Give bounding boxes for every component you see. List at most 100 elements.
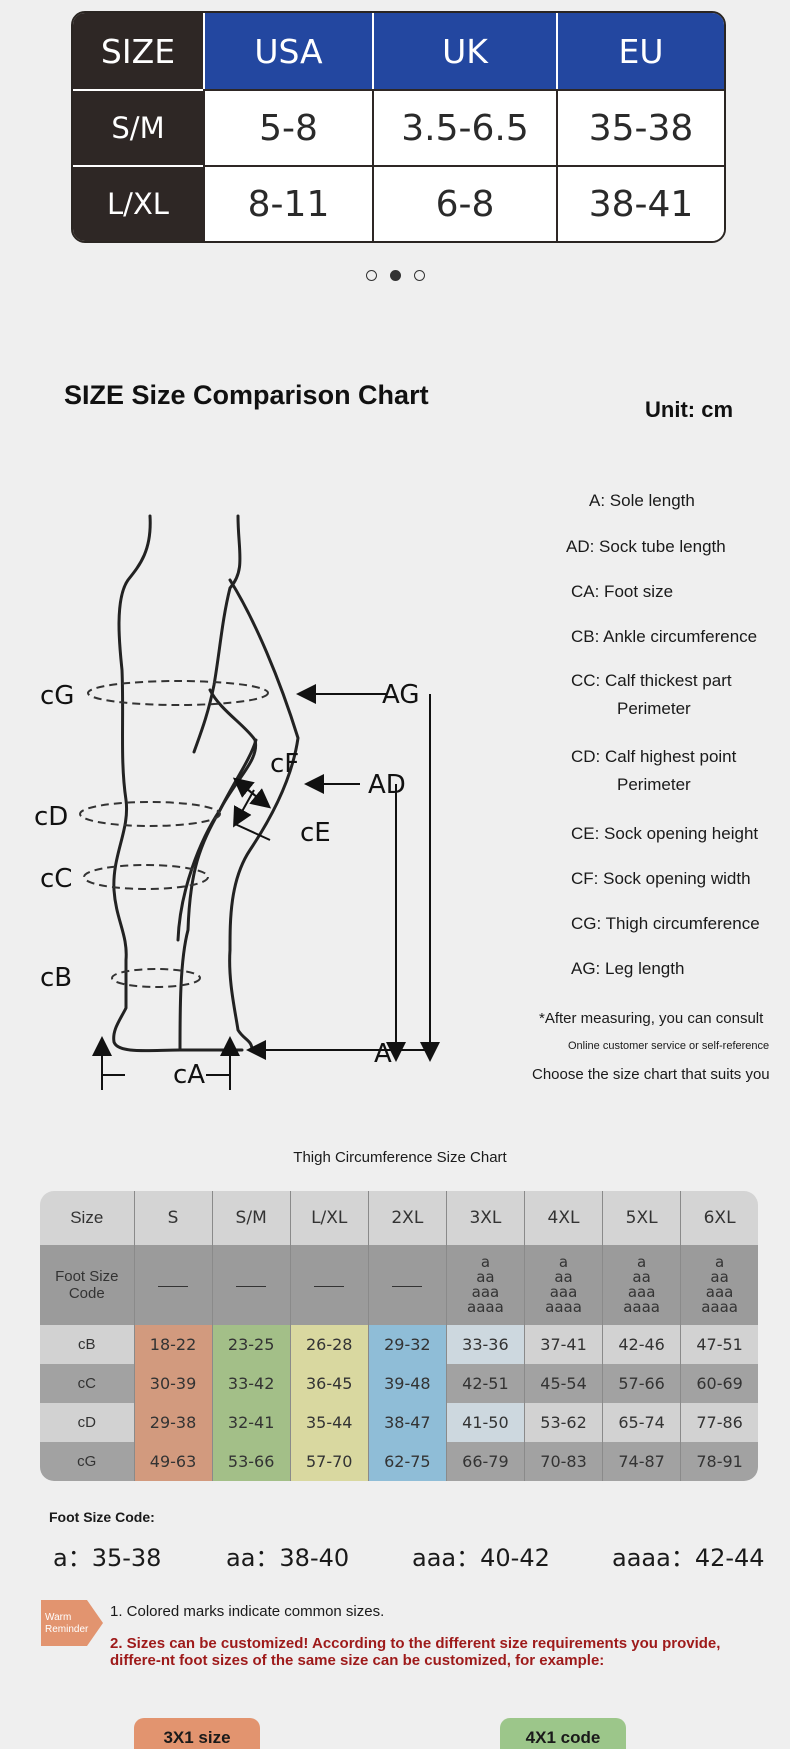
cell-lxl-usa: 8-11	[203, 165, 372, 241]
leg-outline-back	[112, 514, 244, 1053]
leg-outline-front	[192, 514, 242, 754]
legend-cc-line1: CC: Calf thickest part	[571, 671, 732, 690]
header-eu: EU	[556, 13, 724, 89]
example-3x1-size: 3X1 size	[134, 1718, 260, 1749]
cell: 47-51	[680, 1325, 758, 1364]
ellipse-cg	[87, 680, 269, 706]
header-size: SIZE	[73, 13, 203, 89]
carousel-indicator	[0, 270, 790, 281]
code-a: a	[558, 1253, 569, 1271]
legend-cd: CD: Calf highest point Perimeter	[571, 747, 736, 795]
cell: 49-63	[133, 1442, 213, 1481]
label-ce: cE	[300, 818, 331, 848]
cell: 57-66	[602, 1364, 681, 1403]
foot-code-empty	[289, 1245, 369, 1325]
header-lxl: L/XL	[289, 1191, 369, 1245]
code-aaa: aaa	[627, 1283, 656, 1301]
table-row-cc: cC 30-39 33-42 36-45 39-48 42-51 45-54 5…	[40, 1364, 758, 1403]
legend-cf: CF: Sock opening width	[571, 869, 751, 888]
legend-cd-line2: Perimeter	[617, 775, 691, 794]
note-service: Online customer service or self-referenc…	[568, 1040, 770, 1052]
cell: 65-74	[602, 1403, 681, 1442]
cell: 42-51	[445, 1364, 525, 1403]
carousel-dot-3[interactable]	[413, 270, 425, 281]
code-a: a	[480, 1253, 491, 1271]
cell: 35-44	[289, 1403, 369, 1442]
cell: 30-39	[133, 1364, 213, 1403]
cell: 33-36	[445, 1325, 525, 1364]
example-4x1-code: 4X1 code	[500, 1718, 626, 1749]
label-cb: cB	[40, 963, 72, 993]
label-a: A	[374, 1039, 392, 1069]
header-size-label: Size	[40, 1191, 134, 1245]
cell: 39-48	[367, 1364, 447, 1403]
header-4xl: 4XL	[523, 1191, 603, 1245]
cell-lxl-uk: 6-8	[372, 165, 556, 241]
cell-sm-eu: 35-38	[556, 89, 724, 165]
row-label-lxl: L/XL	[73, 165, 203, 241]
foot-size-code-title: Foot Size Code:	[49, 1509, 155, 1525]
cell: 38-47	[367, 1403, 447, 1442]
table-row-cg: cG 49-63 53-66 57-70 62-75 66-79 70-83 7…	[40, 1442, 758, 1481]
note-consult: *After measuring, you can consult	[539, 1010, 764, 1027]
code-aaaa: aaaa	[467, 1298, 504, 1316]
row-label-sm: S/M	[73, 89, 203, 165]
cell: 37-41	[523, 1325, 603, 1364]
foot-code-a: a：35-38	[53, 1544, 162, 1572]
foot-code-aaa: aaa：40-42	[412, 1544, 550, 1572]
foot-codes-4xl: a aa aaa aaaa	[523, 1245, 603, 1325]
cell: 42-46	[602, 1325, 681, 1364]
badge-line2: Reminder	[45, 1624, 89, 1635]
cell: 29-32	[367, 1325, 447, 1364]
warm-reminder-badge: Warm Reminder	[41, 1600, 103, 1646]
code-aa: aa	[476, 1268, 495, 1286]
dash	[158, 1285, 189, 1287]
unit-label: Unit: cm	[645, 397, 733, 422]
cell: 57-70	[289, 1442, 369, 1481]
code-aaa: aaa	[705, 1283, 734, 1301]
cell: 77-86	[680, 1403, 758, 1442]
foot-codes-5xl: a aa aaa aaaa	[602, 1245, 681, 1325]
cell: 41-50	[445, 1403, 525, 1442]
cell: 36-45	[289, 1364, 369, 1403]
legend-cb: CB: Ankle circumference	[571, 627, 758, 646]
reminder-line-1: 1. Colored marks indicate common sizes.	[110, 1603, 385, 1620]
cell: 45-54	[523, 1364, 603, 1403]
code-aa: aa	[710, 1268, 729, 1286]
code-a: a	[637, 1253, 647, 1271]
label-ca: cA	[173, 1060, 205, 1090]
cell: 32-41	[211, 1403, 291, 1442]
leg-measurement-diagram: cG cD cC cB cA cF cE AG AD A	[34, 514, 440, 1090]
ellipse-cc	[83, 864, 209, 890]
dash	[314, 1285, 345, 1287]
cell-sm-uk: 3.5-6.5	[372, 89, 556, 165]
row-label: cG	[40, 1442, 134, 1481]
header-2xl: 2XL	[367, 1191, 447, 1245]
code-a: a	[714, 1253, 725, 1271]
carousel-dot-1[interactable]	[365, 270, 377, 281]
header-uk: UK	[372, 13, 556, 89]
cell: 62-75	[367, 1442, 447, 1481]
code-aaaa: aaaa	[701, 1298, 738, 1316]
cell: 70-83	[523, 1442, 603, 1481]
legend-ce: CE: Sock opening height	[571, 824, 759, 843]
chart-title: SIZE Size Comparison Chart	[64, 380, 429, 410]
legend-cg: CG: Thigh circumference	[571, 914, 760, 933]
legend-cc: CC: Calf thickest part Perimeter	[571, 671, 732, 719]
foot-codes-6xl: a aa aaa aaaa	[680, 1245, 758, 1325]
label-ag: AG	[382, 680, 419, 710]
cell: 78-91	[680, 1442, 758, 1481]
size-conversion-table: SIZE USA UK EU S/M 5-8 3.5-6.5 35-38 L/X…	[71, 11, 726, 243]
header-3xl: 3XL	[445, 1191, 525, 1245]
cell-sm-usa: 5-8	[203, 89, 372, 165]
cell: 60-69	[680, 1364, 758, 1403]
header-s: S	[133, 1191, 213, 1245]
foot-code-aa: aa：38-40	[226, 1544, 350, 1572]
thigh-size-table: Size S S/M L/XL 2XL 3XL 4XL 5XL 6XL Foot…	[40, 1191, 758, 1481]
foot-code-empty	[367, 1245, 447, 1325]
cell: 53-62	[523, 1403, 603, 1442]
reminder-line-2: 2. Sizes can be customized! According to…	[110, 1635, 721, 1669]
label-ad: AD	[368, 770, 406, 800]
legend-cc-line2: Perimeter	[617, 699, 691, 718]
carousel-dot-2[interactable]	[389, 270, 401, 281]
